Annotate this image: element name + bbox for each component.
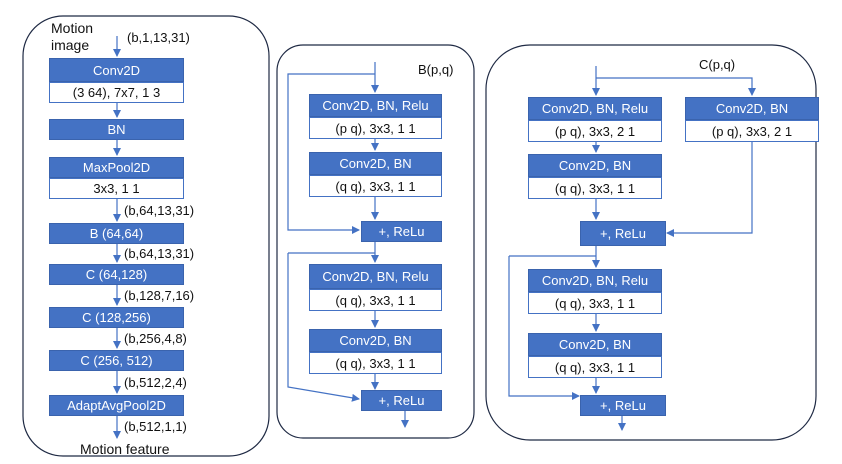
block-conv-bn-params: (q q), 3x3, 1 1 xyxy=(528,177,662,199)
block-bn: BN xyxy=(49,119,184,140)
panel-b-title: B(p,q) xyxy=(418,62,454,77)
block-conv-bn: Conv2D, BN xyxy=(309,329,442,352)
panel-a-border xyxy=(22,15,270,457)
block-c-64-128: C (64,128) xyxy=(49,264,184,285)
block-maxpool: MaxPool2D xyxy=(49,157,184,178)
block-conv-bn-relu-params: (q q), 3x3, 1 1 xyxy=(528,292,662,314)
skip-b-1 xyxy=(287,73,375,234)
panel-c-border xyxy=(485,44,817,441)
shape-label: (b,128,7,16) xyxy=(124,288,195,303)
input-label-motion: Motion xyxy=(51,20,94,36)
shape-label: (b,1,13,31) xyxy=(127,30,190,45)
block-add-relu: +, ReLu xyxy=(361,390,442,411)
skip-b-2 xyxy=(287,253,360,402)
panel-b-border xyxy=(276,44,475,439)
block-shortcut-conv-bn: Conv2D, BN xyxy=(685,97,819,120)
block-conv-bn-params: (q q), 3x3, 1 1 xyxy=(309,352,442,374)
shortcut-c-out xyxy=(666,142,753,237)
block-conv-bn-relu-params: (q q), 3x3, 1 1 xyxy=(309,289,442,311)
block-c-256-512: C (256, 512) xyxy=(49,350,184,371)
block-conv2d: Conv2D xyxy=(49,58,184,82)
shape-label: (b,512,2,4) xyxy=(124,375,187,390)
block-b-64-64: B (64,64) xyxy=(49,223,184,244)
skip-c xyxy=(508,256,580,400)
block-add-relu: +, ReLu xyxy=(361,221,442,242)
block-conv-bn: Conv2D, BN xyxy=(309,152,442,175)
block-add-relu: +, ReLu xyxy=(580,395,666,416)
block-shortcut-conv-bn-params: (p q), 3x3, 2 1 xyxy=(685,120,819,142)
input-label-image: image xyxy=(51,37,90,53)
block-conv-bn-relu: Conv2D, BN, Relu xyxy=(528,269,662,292)
shape-label: (b,64,13,31) xyxy=(124,203,195,218)
block-conv-bn-relu: Conv2D, BN, Relu xyxy=(528,97,662,120)
output-label: Motion feature xyxy=(80,441,170,457)
block-conv-bn-params: (q q), 3x3, 1 1 xyxy=(528,356,662,378)
block-conv-bn: Conv2D, BN xyxy=(528,154,662,177)
panel-c-title: C(p,q) xyxy=(699,57,736,72)
block-conv-bn-relu: Conv2D, BN, Relu xyxy=(309,264,442,289)
shape-label: (b,64,13,31) xyxy=(124,246,195,261)
shape-label: (b,256,4,8) xyxy=(124,331,187,346)
block-conv-bn-relu-params: (p q), 3x3, 2 1 xyxy=(528,120,662,142)
block-conv2d-params: (3 64), 7x7, 1 3 xyxy=(49,82,184,103)
block-conv-bn-relu-params: (p q), 3x3, 1 1 xyxy=(309,117,442,139)
block-maxpool-params: 3x3, 1 1 xyxy=(49,178,184,199)
block-c-128-256: C (128,256) xyxy=(49,307,184,328)
shortcut-c-in xyxy=(596,77,756,96)
block-conv-bn: Conv2D, BN xyxy=(528,333,662,356)
block-conv-bn-params: (q q), 3x3, 1 1 xyxy=(309,175,442,197)
block-adaptavgpool: AdaptAvgPool2D xyxy=(49,395,184,416)
shape-label: (b,512,1,1) xyxy=(124,419,187,434)
block-conv-bn-relu: Conv2D, BN, Relu xyxy=(309,94,442,117)
block-add-relu: +, ReLu xyxy=(580,221,666,246)
